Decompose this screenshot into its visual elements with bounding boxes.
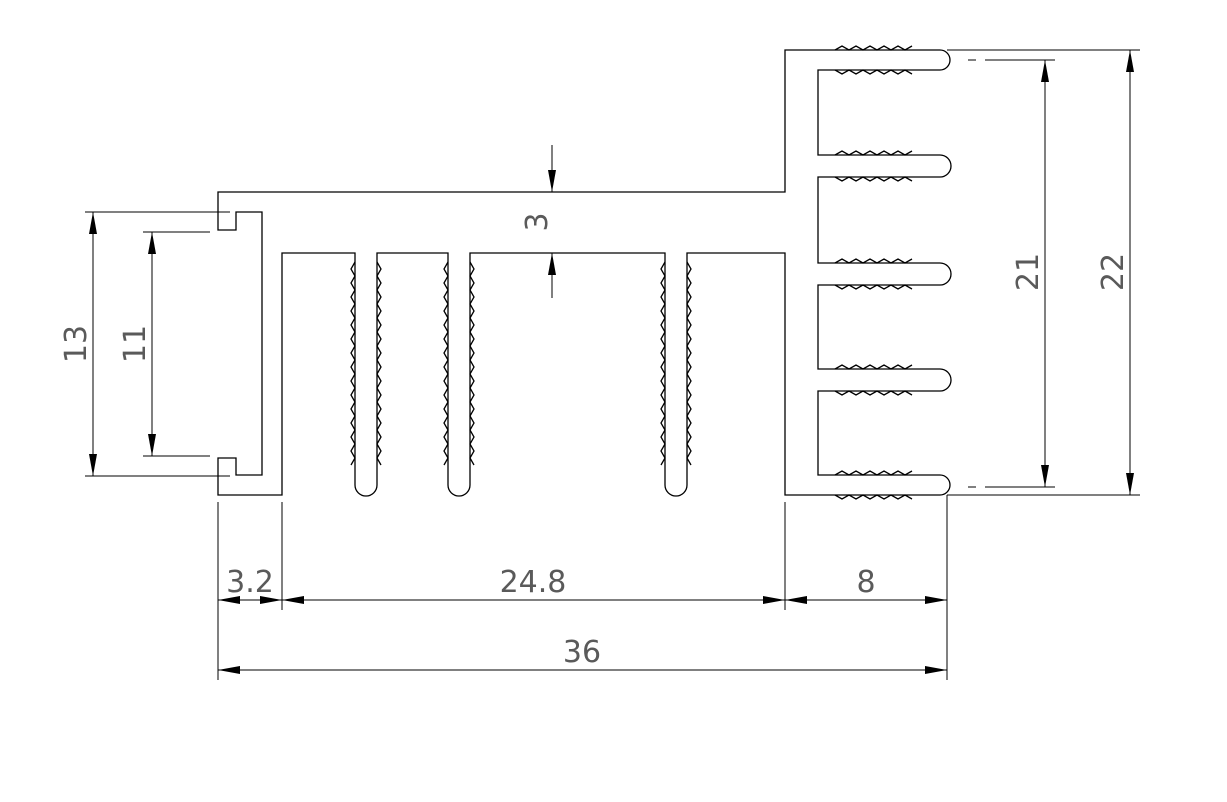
- fin-serration: [834, 390, 913, 396]
- fin-serration: [834, 284, 913, 290]
- arrow-24-8-left: [282, 596, 304, 604]
- dim-label-inner-height-left: 11: [118, 325, 153, 363]
- fin-serration: [834, 176, 913, 182]
- dimension-lines: [85, 49, 1140, 680]
- arrow-13-top: [89, 212, 97, 234]
- fin-serration: [350, 261, 356, 466]
- dim-label-left-wall: 3.2: [226, 565, 274, 600]
- extrusion-profile: [217, 45, 952, 500]
- profile-outer-outline: [217, 49, 952, 497]
- dim-label-inner-height-right: 21: [1011, 253, 1046, 291]
- arrow-8-right: [925, 596, 947, 604]
- fin-serration: [686, 261, 692, 466]
- dim-label-outer-height-right: 22: [1096, 253, 1131, 291]
- fin-serration: [660, 261, 666, 466]
- dim-label-center-span: 24.8: [500, 565, 567, 600]
- fin-serrations: [350, 45, 913, 500]
- arrow-3-2-left: [218, 596, 240, 604]
- arrow-24-8-right: [763, 596, 785, 604]
- dim-label-overall-width: 36: [563, 635, 601, 670]
- fin-serration: [834, 45, 913, 51]
- arrow-21-bottom: [1041, 465, 1049, 487]
- arrow-3-2-right: [260, 596, 282, 604]
- arrow-22-bottom: [1126, 473, 1134, 495]
- arrow-3-bottom: [548, 253, 556, 275]
- fin-serration: [469, 261, 475, 466]
- fin-serration: [834, 150, 913, 156]
- arrow-13-bottom: [89, 454, 97, 476]
- arrow-36-right: [925, 666, 947, 674]
- fin-serration: [376, 261, 382, 466]
- arrow-11-top: [148, 232, 156, 254]
- dim-label-rib-thickness: 3: [520, 212, 555, 231]
- fin-serration: [834, 364, 913, 370]
- arrow-22-top: [1126, 50, 1134, 72]
- dimension-labels: 3.2 24.8 8 36 13 11 3 21 22: [59, 212, 1131, 670]
- arrow-3-top: [548, 170, 556, 192]
- fin-serration: [834, 494, 913, 500]
- arrow-8-left: [785, 596, 807, 604]
- arrow-21-top: [1041, 60, 1049, 82]
- arrow-11-bottom: [148, 434, 156, 456]
- fin-serration: [834, 69, 913, 75]
- dim-label-right-block: 8: [856, 565, 875, 600]
- fin-serration: [834, 258, 913, 264]
- dim-label-outer-height-left: 13: [59, 325, 94, 363]
- fin-serration: [443, 261, 449, 466]
- arrow-36-left: [218, 666, 240, 674]
- fin-serration: [834, 470, 913, 476]
- arrowheads: [89, 50, 1134, 674]
